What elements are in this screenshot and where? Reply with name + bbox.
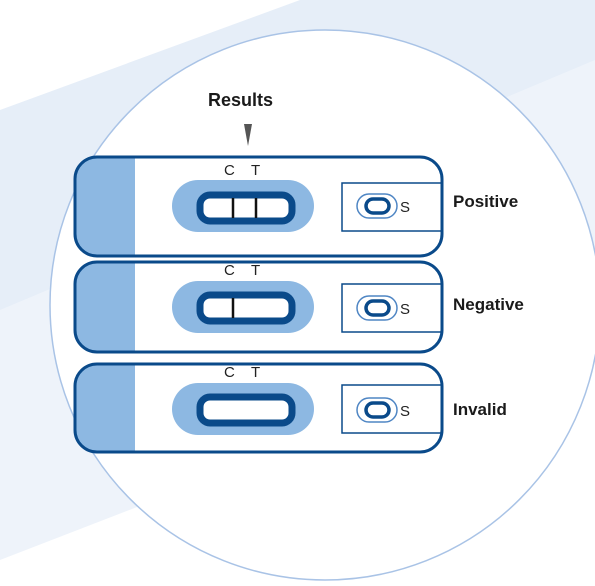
s-label: S (400, 403, 411, 420)
results-label: Results (208, 90, 274, 110)
c-label: C (224, 262, 235, 279)
s-label: S (400, 301, 411, 318)
result-negative-label: Negative (453, 295, 524, 314)
result-invalid-label: Invalid (453, 400, 507, 419)
c-label: C (224, 364, 235, 381)
c-label: C (224, 162, 235, 179)
t-label: T (251, 262, 261, 279)
t-label: T (251, 364, 261, 381)
result-positive-label: Positive (453, 192, 519, 211)
s-label: S (400, 199, 411, 216)
t-label: T (251, 162, 261, 179)
